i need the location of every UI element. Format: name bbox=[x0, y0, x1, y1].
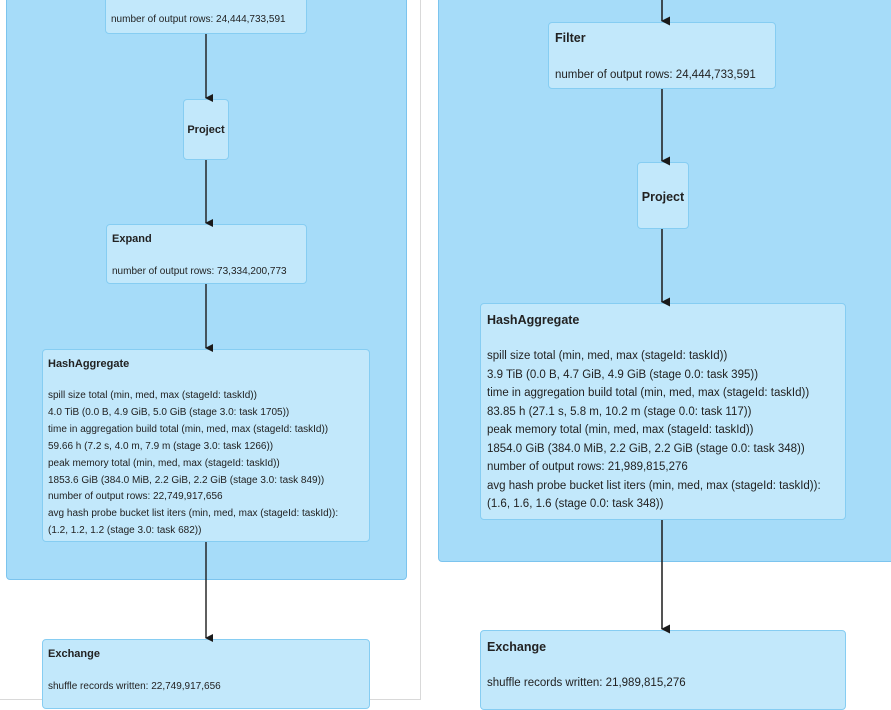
metric-line: time in aggregation build total (min, me… bbox=[487, 387, 810, 399]
metric-line: peak memory total (min, med, max (stageI… bbox=[487, 424, 754, 436]
node-exchange[interactable]: Exchange shuffle records written: 21,989… bbox=[480, 630, 846, 710]
node-metrics: spill size total (min, med, max (stageId… bbox=[48, 388, 338, 540]
right-edges bbox=[661, 0, 670, 634]
metric-line: time in aggregation build total (min, me… bbox=[48, 423, 329, 435]
metric-line: avg hash probe bucket list iters (min, m… bbox=[48, 508, 339, 520]
metric-line: number of output rows: 22,749,917,656 bbox=[48, 491, 223, 503]
node-metrics: number of output rows: 73,334,200,773 bbox=[112, 264, 287, 281]
metric-line: peak memory total (min, med, max (stageI… bbox=[48, 457, 280, 469]
metric-line: 83.85 h (27.1 s, 5.8 m, 10.2 m (stage 0.… bbox=[487, 405, 752, 418]
node-title: Expand bbox=[112, 233, 152, 245]
node-hash-aggregate[interactable]: HashAggregate spill size total (min, med… bbox=[480, 303, 846, 520]
node-hash-aggregate[interactable]: HashAggregate spill size total (min, med… bbox=[42, 349, 370, 542]
metric-line: number of output rows: 73,334,200,773 bbox=[112, 266, 287, 277]
metric-line: number of output rows: 24,444,733,591 bbox=[555, 69, 756, 81]
right-plan-panel: Filter number of output rows: 24,444,733… bbox=[422, 0, 891, 710]
node-metrics: spill size total (min, med, max (stageId… bbox=[487, 347, 821, 514]
left-plan-panel: number of output rows: 24,444,733,591 Pr… bbox=[0, 0, 421, 709]
node-metrics: shuffle records written: 22,749,917,656 bbox=[48, 679, 221, 696]
metric-line: (1.2, 1.2, 1.2 (stage 3.0: task 682)) bbox=[48, 525, 202, 537]
node-title: Exchange bbox=[487, 640, 547, 654]
metric-line: shuffle records written: 21,989,815,276 bbox=[487, 677, 686, 689]
metric-line: 1854.0 GiB (384.0 MiB, 2.2 GiB, 2.2 GiB … bbox=[487, 442, 805, 455]
node-title: Filter bbox=[555, 31, 586, 45]
metric-line: number of output rows: 24,444,733,591 bbox=[111, 14, 286, 25]
node-title: Project bbox=[187, 124, 225, 136]
node-project[interactable]: Project bbox=[183, 99, 229, 160]
node-project[interactable]: Project bbox=[637, 162, 689, 229]
metric-line: 1853.6 GiB (384.0 MiB, 2.2 GiB, 2.2 GiB … bbox=[48, 474, 325, 486]
metric-line: spill size total (min, med, max (stageId… bbox=[487, 350, 728, 362]
metric-line: 4.0 TiB (0.0 B, 4.9 GiB, 5.0 GiB (stage … bbox=[48, 406, 290, 418]
metric-line: avg hash probe bucket list iters (min, m… bbox=[487, 479, 821, 492]
node-metrics: number of output rows: 24,444,733,591 bbox=[111, 12, 286, 29]
node-title: Exchange bbox=[48, 648, 100, 660]
node-title: HashAggregate bbox=[48, 358, 130, 370]
metric-line: shuffle records written: 22,749,917,656 bbox=[48, 681, 221, 692]
metric-line: (1.6, 1.6, 1.6 (stage 0.0: task 348)) bbox=[487, 498, 664, 510]
left-edges bbox=[205, 34, 213, 642]
metric-line: 59.66 h (7.2 s, 4.0 m, 7.9 m (stage 3.0:… bbox=[48, 440, 274, 452]
metric-line: number of output rows: 21,989,815,276 bbox=[487, 461, 688, 473]
node-metrics: number of output rows: 24,444,733,591 bbox=[555, 66, 756, 85]
node-title: Project bbox=[641, 190, 685, 204]
node-title: HashAggregate bbox=[487, 313, 580, 327]
node-metrics: shuffle records written: 21,989,815,276 bbox=[487, 674, 686, 693]
metric-line: 3.9 TiB (0.0 B, 4.7 GiB, 4.9 GiB (stage … bbox=[487, 368, 759, 381]
metric-line: spill size total (min, med, max (stageId… bbox=[48, 390, 257, 401]
node-partial-top[interactable]: number of output rows: 24,444,733,591 bbox=[105, 0, 307, 34]
